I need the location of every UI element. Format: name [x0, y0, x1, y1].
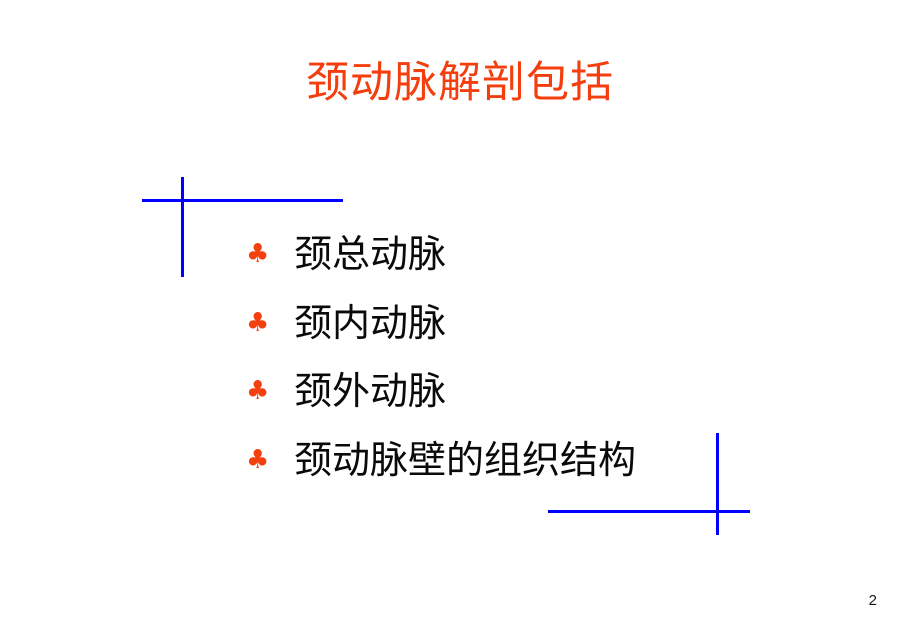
page-number: 2: [868, 592, 877, 609]
list-item: ♣ 颈外动脉: [246, 357, 886, 426]
list-item: ♣ 颈动脉壁的组织结构: [246, 426, 886, 495]
top-left-cross-vertical-line: [181, 177, 184, 277]
top-left-cross-horizontal-line: [142, 199, 343, 202]
list-item: ♣ 颈内动脉: [246, 289, 886, 358]
club-bullet-icon: ♣: [246, 444, 270, 475]
club-bullet-icon: ♣: [246, 376, 270, 407]
bullet-list: ♣ 颈总动脉 ♣ 颈内动脉 ♣ 颈外动脉 ♣ 颈动脉壁的组织结构: [246, 220, 886, 494]
list-item-label: 颈外动脉: [294, 369, 447, 414]
list-item-label: 颈内动脉: [294, 300, 447, 345]
club-bullet-icon: ♣: [246, 239, 270, 270]
list-item: ♣ 颈总动脉: [246, 220, 886, 289]
bottom-right-cross-vertical-line: [716, 433, 719, 535]
page-title: 颈动脉解剖包括: [306, 58, 614, 108]
bottom-right-cross-horizontal-line: [548, 510, 750, 513]
club-bullet-icon: ♣: [246, 307, 270, 338]
list-item-label: 颈动脉壁的组织结构: [294, 437, 637, 482]
list-item-label: 颈总动脉: [294, 232, 447, 277]
